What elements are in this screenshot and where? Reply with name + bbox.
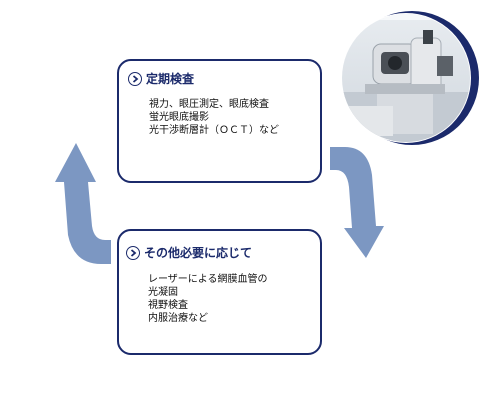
list-item: 視力、眼圧測定、眼底検査 [149,99,269,110]
regular-exam-heading: 定期検査 [128,70,194,87]
eye-examination-device-photo [341,11,479,145]
list-item: 光凝固 [148,287,178,298]
chevron-right-circle-icon [126,245,140,260]
list-item: 蛍光眼底撮影 [149,112,209,123]
as-needed-title: その他必要に応じて [144,246,253,260]
as-needed-box: その他必要に応じて レーザーによる網膜血管の 光凝固 視野検査 内服治療など [117,229,322,355]
as-needed-list: レーザーによる網膜血管の 光凝固 視野検査 内服治療など [148,273,268,325]
arrow-up-left [55,143,111,264]
list-item: 光干渉断層計（ＯＣＴ）など [149,125,279,136]
chevron-right-circle-icon [128,71,142,86]
regular-exam-list: 視力、眼圧測定、眼底検査 蛍光眼底撮影 光干渉断層計（ＯＣＴ）など [149,98,279,137]
list-item: 視野検査 [148,300,188,311]
arrow-down-right [330,147,384,258]
as-needed-heading: その他必要に応じて [126,244,252,261]
list-item: 内服治療など [148,313,208,324]
regular-exam-title: 定期検査 [146,72,195,86]
list-item: レーザーによる網膜血管の [148,274,268,285]
regular-exam-box: 定期検査 視力、眼圧測定、眼底検査 蛍光眼底撮影 光干渉断層計（ＯＣＴ）など [117,59,322,183]
